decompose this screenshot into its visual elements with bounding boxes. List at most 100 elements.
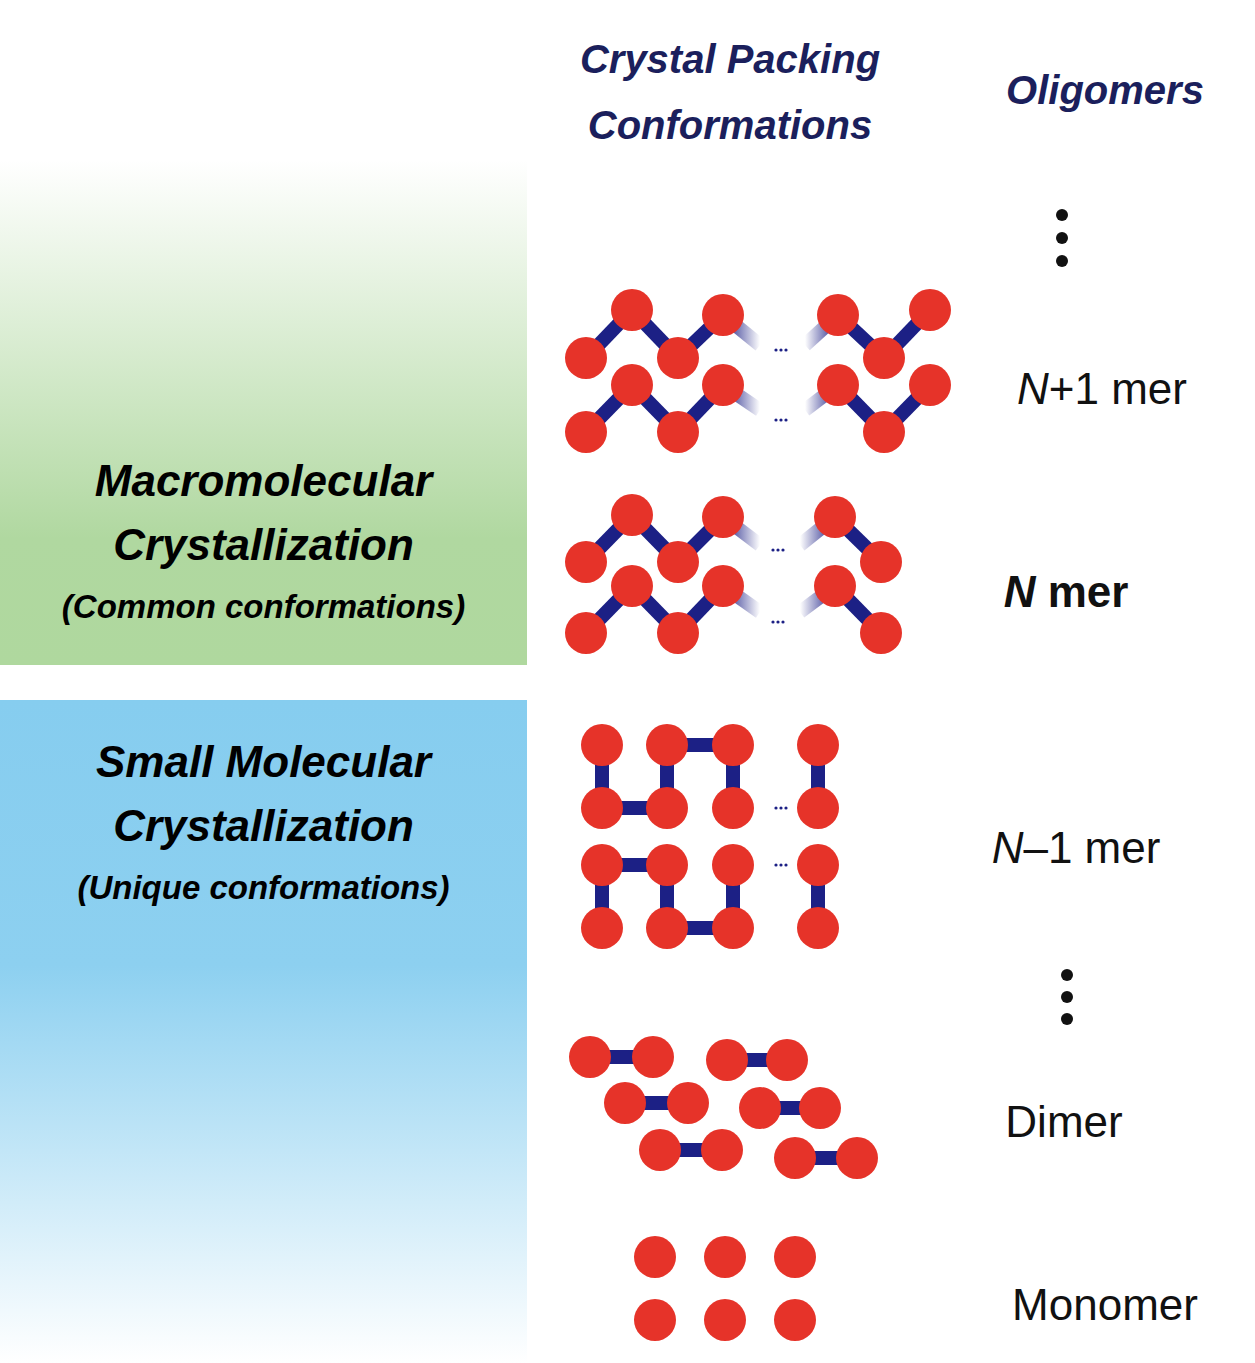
atom-dot (657, 612, 699, 654)
atom-dot (860, 612, 902, 654)
atom-dot (814, 565, 856, 607)
green-band (0, 160, 527, 665)
atom-dot (581, 844, 623, 886)
atom-dot (774, 1236, 816, 1278)
atom-dot (634, 1299, 676, 1341)
atom-dot (702, 496, 744, 538)
atom-dot (639, 1129, 681, 1171)
atom-dot (774, 418, 777, 421)
atom-dot (634, 1236, 676, 1278)
atom-dot (565, 541, 607, 583)
atom-dot (814, 496, 856, 538)
band-title: Small Molecular Crystallization (29, 730, 499, 858)
atom-dot (581, 787, 623, 829)
atom-dot (774, 1137, 816, 1179)
atom-dot (797, 907, 839, 949)
atom-dot (611, 289, 653, 331)
atom-dot (611, 494, 653, 536)
atom-dot (909, 289, 951, 331)
blue-band (0, 700, 527, 1363)
atom-dot (1061, 991, 1073, 1003)
atom-dot (1061, 1013, 1073, 1025)
atom-dot (565, 411, 607, 453)
atom-dot (701, 1129, 743, 1171)
atom-dot (797, 787, 839, 829)
macromolecular-band: Macromolecular Crystallization(Common co… (0, 160, 527, 665)
atom-dot (784, 418, 787, 421)
atom-dot (604, 1082, 646, 1124)
oligomer-label: N mer (1004, 567, 1129, 617)
atom-dot (797, 724, 839, 766)
atom-dot (774, 863, 777, 866)
atom-dot (771, 620, 774, 623)
atom-dot (712, 907, 754, 949)
atom-dot (646, 907, 688, 949)
atom-dot (817, 294, 859, 336)
atom-dot (774, 348, 777, 351)
atom-dot (569, 1036, 611, 1078)
atom-dot (779, 863, 782, 866)
atom-dot (704, 1236, 746, 1278)
oligomer-label: Monomer (1012, 1280, 1198, 1330)
atom-dot (779, 806, 782, 809)
column-heading: Crystal Packing Conformations (520, 26, 940, 158)
atom-dot (657, 411, 699, 453)
atom-dot (1056, 232, 1068, 244)
atom-dot (712, 844, 754, 886)
atom-dot (1056, 209, 1068, 221)
atom-dot (799, 1087, 841, 1129)
atom-dot (702, 565, 744, 607)
atom-dot (646, 844, 688, 886)
atom-dot (797, 844, 839, 886)
atom-dot (774, 1299, 816, 1341)
atom-dot (611, 364, 653, 406)
atoms (565, 289, 951, 1341)
band-subtitle: (Common conformations) (62, 577, 465, 637)
atom-dot (776, 548, 779, 551)
atom-dot (565, 337, 607, 379)
atom-dot (817, 364, 859, 406)
atom-dot (646, 787, 688, 829)
atom-dot (766, 1039, 808, 1081)
band-subtitle: (Unique conformations) (77, 858, 449, 918)
atom-dot (581, 724, 623, 766)
atom-dot (863, 337, 905, 379)
atom-dot (781, 620, 784, 623)
atom-dot (784, 806, 787, 809)
atom-dot (1061, 969, 1073, 981)
bonds (586, 310, 930, 1158)
oligomer-label: N+1 mer (1017, 364, 1187, 414)
chain-dots (771, 348, 787, 866)
atom-dot (712, 724, 754, 766)
small-molecular-band: Small Molecular Crystallization(Unique c… (0, 700, 527, 1363)
atom-dot (1056, 255, 1068, 267)
atom-dot (784, 348, 787, 351)
atom-dot (667, 1082, 709, 1124)
atom-dot (909, 364, 951, 406)
atom-dot (739, 1087, 781, 1129)
atom-dot (779, 418, 782, 421)
atom-dot (646, 724, 688, 766)
column-heading: Oligomers (1006, 57, 1204, 123)
atom-dot (702, 294, 744, 336)
atom-dot (704, 1299, 746, 1341)
atom-dot (771, 548, 774, 551)
atom-dot (779, 348, 782, 351)
atom-dot (774, 806, 777, 809)
atom-dot (776, 620, 779, 623)
atom-dot (657, 541, 699, 583)
atom-dot (781, 548, 784, 551)
atom-dot (657, 337, 699, 379)
atom-dot (836, 1137, 878, 1179)
atom-dot (863, 411, 905, 453)
oligomer-label: N–1 mer (992, 823, 1161, 873)
atom-dot (860, 541, 902, 583)
atom-dot (702, 364, 744, 406)
atom-dot (632, 1036, 674, 1078)
band-title: Macromolecular Crystallization (29, 449, 499, 577)
atom-dot (712, 787, 754, 829)
atom-dot (706, 1039, 748, 1081)
atom-dot (565, 612, 607, 654)
oligomer-label: Dimer (1005, 1097, 1122, 1147)
